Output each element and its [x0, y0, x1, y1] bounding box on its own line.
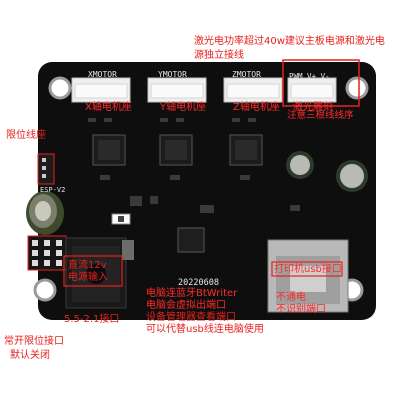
label-jack-size: 5.5-2.1接口: [64, 314, 120, 325]
note-laser-power-2: 源独立接线: [194, 50, 244, 61]
label-dc-input-2: 电源输入: [68, 272, 108, 283]
label-no-power-1: 不通电: [276, 292, 306, 303]
label-z-motor: Z轴电机座: [233, 102, 280, 113]
dc-jack: [65, 237, 134, 309]
driver-chip-x: [92, 134, 126, 166]
connector-z: [223, 77, 283, 103]
silk-board-id: ESP-V2: [40, 186, 66, 194]
label-normally-open-1: 常开限位接口: [4, 336, 64, 347]
label-device-manager-2: 可以代替usb线连电脑使用: [146, 324, 264, 335]
label-normally-open-2: 默认关闭: [10, 350, 50, 361]
connector-x: [71, 77, 131, 103]
label-device-manager-1: 设备管理器查看端口: [146, 312, 236, 323]
smd-components: [88, 118, 300, 213]
connector-laser: [287, 77, 337, 103]
capacitor-right-1: [286, 151, 314, 179]
label-dc-input-1: 直流12v: [68, 260, 107, 271]
mount-hole: [48, 76, 72, 100]
silk-ymotor: YMOTOR: [158, 70, 187, 79]
usb-callout-box: [271, 261, 343, 277]
silk-pwm: PWM V+ V-: [289, 72, 330, 81]
label-limit-switch: 限位线座: [6, 130, 46, 141]
silk-xmotor: XMOTOR: [88, 70, 117, 79]
capacitor-right-2: [336, 160, 368, 192]
label-x-motor: X轴电机座: [85, 102, 132, 113]
pwm-highlight-box: [282, 59, 360, 107]
label-bluetooth-1: 电脑连蓝牙BtWriter: [146, 288, 238, 299]
mcu-chip: [177, 227, 205, 253]
label-printer-usb: 打印机usb接口: [274, 264, 342, 275]
silk-date: 20220608: [178, 278, 219, 288]
mount-hole: [345, 76, 369, 100]
driver-chip-y: [159, 134, 193, 166]
label-y-motor: Y轴电机座: [160, 102, 207, 113]
label-laser-seat: 激光雕刻: [293, 102, 333, 113]
driver-chip-z: [229, 134, 263, 166]
connector-y: [147, 77, 207, 103]
pin-header-limit: [27, 235, 67, 271]
mount-hole: [33, 278, 57, 302]
capacitor-left: [26, 191, 64, 235]
dc-callout-box: [63, 255, 123, 287]
silk-zmotor: ZMOTOR: [232, 70, 261, 79]
label-three-wire: 注意三根线线序: [287, 110, 354, 121]
note-laser-power-1: 激光电功率超过40w建议主板电源和激光电: [194, 36, 385, 47]
label-bluetooth-2: 电脑会虚拟出端口: [146, 300, 226, 311]
label-no-power-2: 不识别端口: [276, 304, 326, 315]
